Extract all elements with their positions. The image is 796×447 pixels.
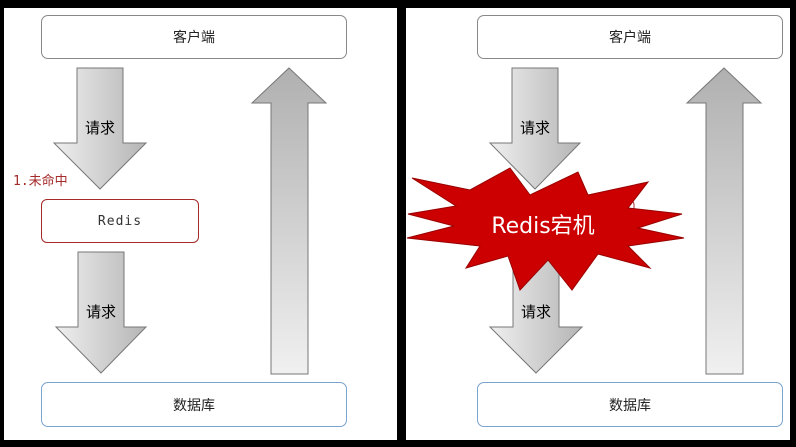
redis-down-label: Redis宕机: [491, 214, 595, 239]
request-label-right: 请求: [519, 119, 550, 137]
database-label-left: 数据库: [173, 397, 215, 414]
client-label-left: 客户端: [173, 30, 215, 46]
request-label-left: 请求: [84, 119, 115, 137]
client-box-right: 客户端: [477, 15, 783, 59]
request-down-arrow-right: [488, 67, 582, 190]
redis-box-left: Redis: [41, 199, 199, 243]
response-up-arrow-left: [250, 67, 328, 375]
database-label-right: 数据库: [609, 397, 651, 414]
request-to-db-arrow-left: [54, 251, 148, 374]
cache-miss-label: 1.未命中: [13, 174, 68, 189]
request-down-arrow-left: [52, 67, 148, 190]
redis-label-left: Redis: [97, 213, 143, 229]
database-box-left: 数据库: [41, 382, 347, 427]
request-db-label-left: 请求: [85, 303, 116, 321]
response-up-arrow-right: [685, 67, 763, 375]
redis-down-burst: [406, 167, 685, 291]
client-box-left: 客户端: [41, 15, 347, 59]
request-db-label-right: 请求: [520, 303, 551, 321]
database-box-right: 数据库: [477, 382, 783, 427]
client-label-right: 客户端: [609, 30, 651, 46]
